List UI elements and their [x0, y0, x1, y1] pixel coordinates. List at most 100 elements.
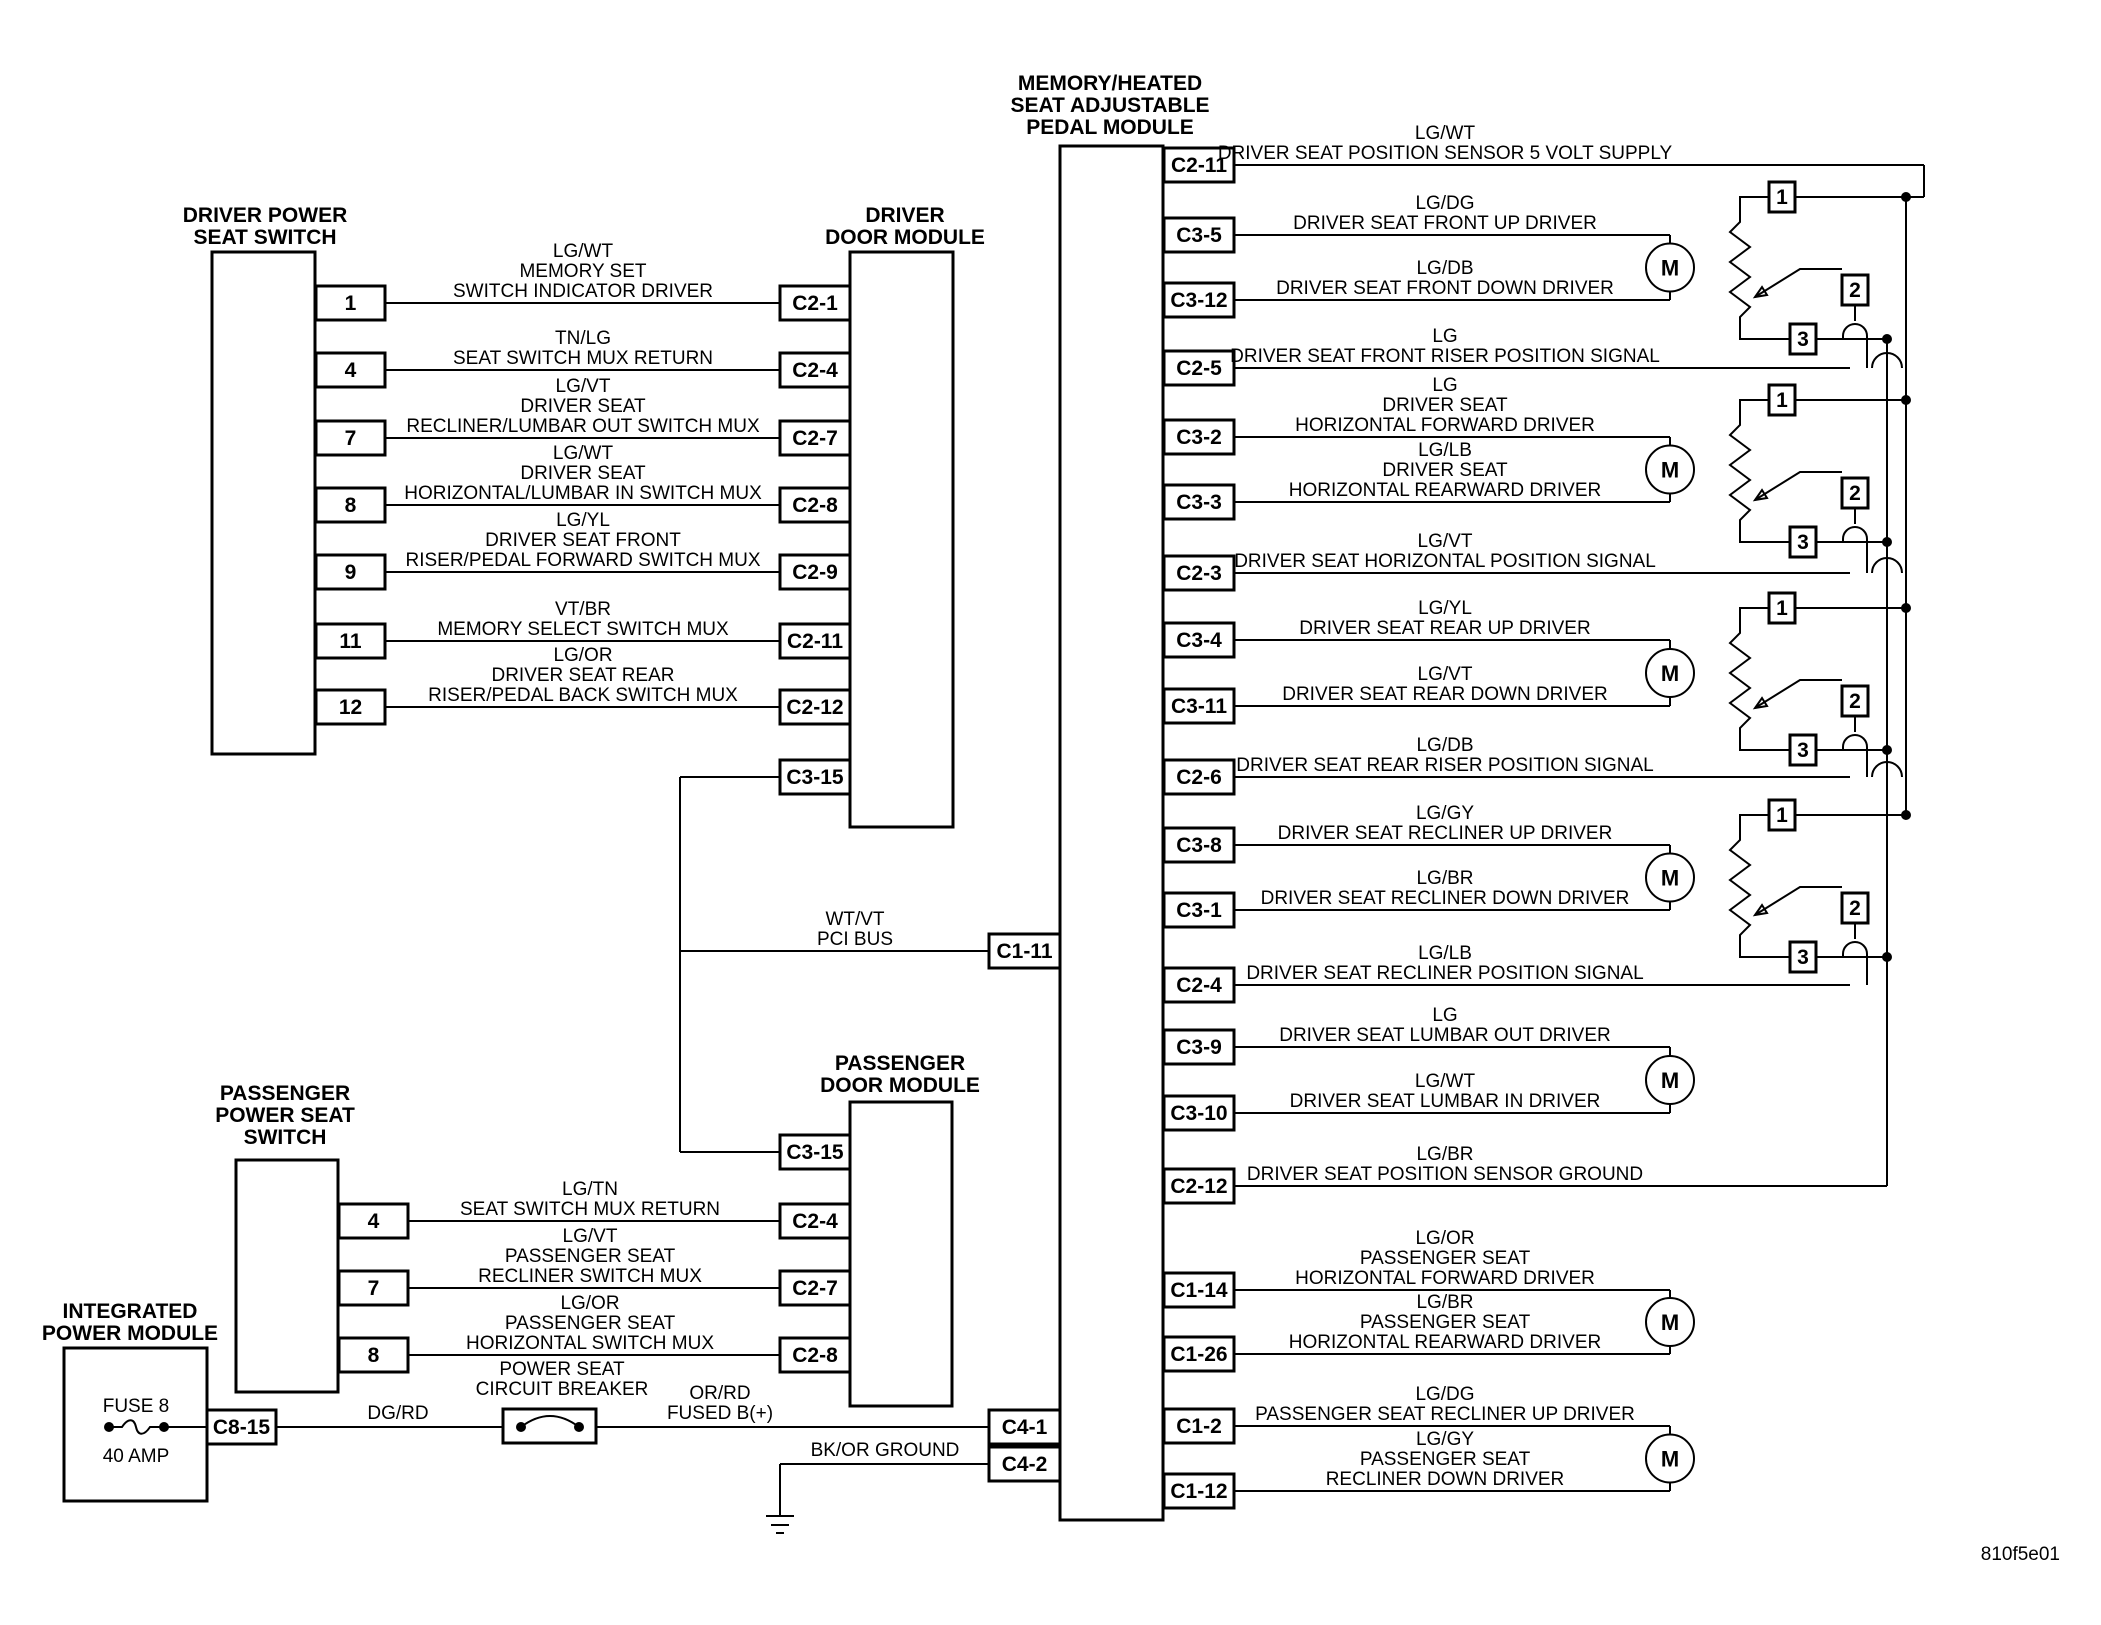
wire-color-code: LG/TN — [562, 1179, 618, 1200]
circuit-name: RECLINER DOWN DRIVER — [1326, 1469, 1565, 1490]
motor-icon — [1645, 648, 1695, 698]
door-connector-C2-7 — [778, 419, 852, 457]
motor-icon — [1645, 852, 1695, 903]
pin-label: C1-14 — [1170, 1279, 1228, 1302]
pin-label: 2 — [1849, 482, 1861, 505]
pin-label: 2 — [1849, 897, 1861, 920]
passenger-door-module-box — [848, 1100, 954, 1408]
pin-label: C3-10 — [1170, 1102, 1227, 1125]
circuit-name: HORIZONTAL FORWARD DRIVER — [1295, 1268, 1595, 1289]
wire-crossover — [1842, 734, 1868, 748]
pin-label: C3-5 — [1176, 224, 1222, 247]
circuit-name: DRIVER SEAT — [1382, 460, 1508, 481]
circuit-name: MEMORY SELECT SWITCH MUX — [437, 619, 729, 640]
circuit-name: DRIVER SEAT REAR UP DRIVER — [1299, 618, 1590, 639]
wire-color-code: LG/VT — [1418, 664, 1473, 685]
pin-label: C3-12 — [1170, 289, 1227, 312]
circuit-name: SEAT SWITCH MUX RETURN — [460, 1199, 720, 1220]
pin-label: C3-15 — [786, 1141, 844, 1164]
memory-connector-C2-4 — [1162, 966, 1236, 1004]
pin-label: 7 — [368, 1277, 380, 1300]
circuit-name: DRIVER SEAT POSITION SENSOR GROUND — [1247, 1164, 1643, 1185]
wire-color-code: LG/VT — [556, 376, 611, 397]
pin-label: C3-2 — [1176, 426, 1222, 449]
pin-label: 12 — [339, 696, 362, 719]
memory-connector-C2-3 — [1162, 554, 1236, 592]
wire-color-code: LG/DG — [1415, 193, 1474, 214]
sensor-pin-1 — [1767, 180, 1797, 214]
circuit-name: DRIVER SEAT LUMBAR IN DRIVER — [1290, 1091, 1601, 1112]
circuit-name: DRIVER SEAT — [520, 463, 646, 484]
sensor-wiper — [1754, 886, 1842, 916]
motor-symbol: M — [1661, 256, 1679, 281]
wire-color-code: LG/GY — [1416, 803, 1474, 824]
wire-color-code: LG/OR — [560, 1293, 619, 1314]
switch-pin-1 — [314, 284, 387, 322]
passenger-switch-pin-4 — [337, 1202, 410, 1240]
memory-connector-C2-11 — [1162, 146, 1236, 184]
switch-pin-7 — [314, 419, 387, 457]
circuit-name: DRIVER SEAT LUMBAR OUT DRIVER — [1279, 1025, 1611, 1046]
door-connector-C2-4 — [778, 351, 852, 389]
circuit-name: DRIVER SEAT FRONT UP DRIVER — [1293, 213, 1597, 234]
circuit-name: RECLINER SWITCH MUX — [478, 1266, 702, 1287]
door-connector-C2-11 — [778, 622, 852, 660]
wire-color-code: LG — [1432, 375, 1457, 396]
position-sensor-icon — [1728, 607, 1790, 751]
circuit-name: DRIVER SEAT REAR RISER POSITION SIGNAL — [1236, 755, 1653, 776]
sensor-wiper-arrow — [1752, 285, 1769, 299]
wire-color-code: DG/RD — [367, 1403, 428, 1424]
pin-label: 1 — [1776, 804, 1788, 827]
door-connector-C2-1 — [778, 284, 852, 322]
circuit-name: DRIVER SEAT REAR — [491, 665, 674, 686]
module-title: PASSENGER — [220, 1082, 350, 1105]
wire-color-code: LG/DB — [1416, 258, 1473, 279]
module-title: DRIVER POWER — [183, 204, 348, 227]
door-connector-C2-9 — [778, 553, 852, 591]
circuit-breaker-contact — [520, 1415, 580, 1428]
door-connector-C2-8 — [778, 486, 852, 524]
pin-label: C2-1 — [792, 292, 838, 315]
position-sensor-icon — [1728, 196, 1790, 340]
pin-label: C2-11 — [787, 630, 843, 653]
pin-label: 3 — [1797, 328, 1809, 351]
pin-label: C1-11 — [996, 940, 1052, 963]
pin-label: C3-9 — [1176, 1036, 1222, 1059]
wire-color-code: BK/OR GROUND — [811, 1440, 960, 1461]
sensor-wiper-arrow — [1752, 488, 1769, 502]
wire-crossover — [1842, 941, 1868, 955]
driver-power-seat-switch-box — [210, 250, 317, 756]
motor-icon — [1645, 1433, 1695, 1484]
memory-connector-C2-6 — [1162, 758, 1236, 796]
switch-pin-4 — [314, 351, 387, 389]
door-connector-C3-15 — [778, 758, 852, 796]
pin-label: 3 — [1797, 739, 1809, 762]
pin-label: 4 — [368, 1210, 380, 1233]
pin-label: 1 — [345, 292, 357, 315]
motor-symbol: M — [1661, 661, 1679, 686]
pin-label: 2 — [1849, 279, 1861, 302]
wire-color-code: LG/WT — [1415, 1071, 1476, 1092]
sensor-wiper-arrow — [1752, 696, 1769, 710]
memory-connector-C3-1 — [1162, 891, 1236, 929]
wire-color-code: LG/BR — [1416, 1144, 1473, 1165]
memory-connector-C2-12 — [1162, 1167, 1236, 1205]
pin-label: 7 — [345, 427, 357, 450]
pin-label: C4-1 — [1002, 1416, 1048, 1439]
circuit-name: PASSENGER SEAT — [1360, 1248, 1531, 1269]
passenger-switch-pin-7 — [337, 1269, 410, 1307]
memory-connector-C4-1 — [987, 1408, 1062, 1446]
pin-label: C2-5 — [1176, 357, 1222, 380]
wire-color-code: LG/BR — [1416, 868, 1473, 889]
passenger-door-connector-C2-8 — [778, 1336, 852, 1374]
module-title: DOOR MODULE — [825, 226, 985, 249]
circuit-name: DRIVER SEAT FRONT — [485, 530, 681, 551]
wire-crossover — [1842, 323, 1868, 337]
circuit-name: PASSENGER SEAT RECLINER UP DRIVER — [1255, 1404, 1635, 1425]
circuit-name: HORIZONTAL REARWARD DRIVER — [1289, 480, 1601, 501]
wire-crossover — [1871, 352, 1903, 369]
pin-label: 2 — [1849, 690, 1861, 713]
passenger-door-connector-C2-7 — [778, 1269, 852, 1307]
circuit-name: PASSENGER SEAT — [1360, 1312, 1531, 1333]
switch-pin-11 — [314, 622, 387, 660]
